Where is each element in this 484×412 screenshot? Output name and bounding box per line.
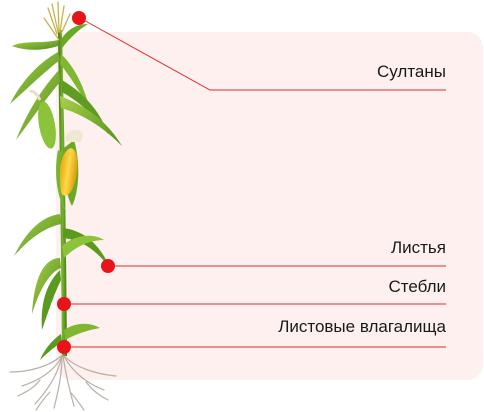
label-stalks: Стебли [388, 277, 446, 296]
middle-leaves [14, 214, 110, 330]
marker-leaves [101, 259, 115, 273]
roots [9, 355, 117, 411]
corn-cob [56, 129, 83, 212]
label-leaves: Листья [390, 238, 446, 257]
tassel [43, 1, 71, 41]
upper-ear [28, 89, 56, 149]
upper-leaves [10, 24, 122, 146]
lower-leaves [40, 323, 100, 360]
leader-lines [64, 17, 446, 348]
marker-stalks [57, 297, 71, 311]
leader-line-tassels [79, 17, 446, 91]
label-sheaths: Листовые влагалища [278, 317, 446, 336]
marker-sheaths [57, 340, 71, 354]
label-tassels: Султаны [377, 62, 446, 81]
markers [57, 11, 115, 354]
marker-tassels [72, 11, 86, 25]
